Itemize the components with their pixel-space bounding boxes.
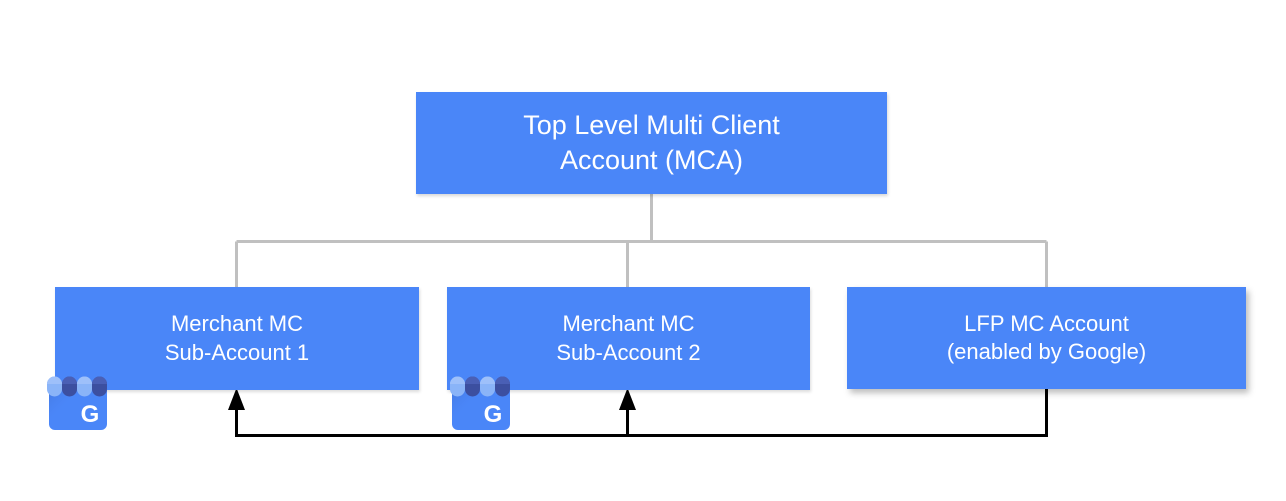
arrowhead-to-sub-account-1 <box>228 388 245 410</box>
google-my-business-icon: G <box>47 376 107 430</box>
node-lfp-mc-account[interactable]: LFP MC Account (enabled by Google) <box>847 287 1246 389</box>
node-label-lfp-mc-account: LFP MC Account (enabled by Google) <box>946 310 1147 364</box>
google-my-business-icon: G <box>450 376 510 430</box>
tree-connector-mca-to-children <box>235 194 1048 287</box>
google-g-glyph: G <box>484 401 503 428</box>
arrowhead-to-sub-account-2 <box>619 388 636 410</box>
node-merchant-mc-sub-account-1[interactable]: Merchant MC Sub-Account 1 <box>55 287 419 390</box>
node-merchant-mc-sub-account-2[interactable]: Merchant MC Sub-Account 2 <box>447 287 810 390</box>
google-g-glyph: G <box>81 401 100 428</box>
node-label-merchant-mc-sub-account-2: Merchant MC Sub-Account 2 <box>556 311 701 365</box>
node-top-level-mca[interactable]: Top Level Multi Client Account (MCA) <box>416 92 887 194</box>
node-label-merchant-mc-sub-account-1: Merchant MC Sub-Account 1 <box>164 311 310 365</box>
feedback-connector-lfp-to-sub-accounts <box>228 388 1048 437</box>
node-label-top-level-mca: Top Level Multi Client Account (MCA) <box>523 110 780 175</box>
